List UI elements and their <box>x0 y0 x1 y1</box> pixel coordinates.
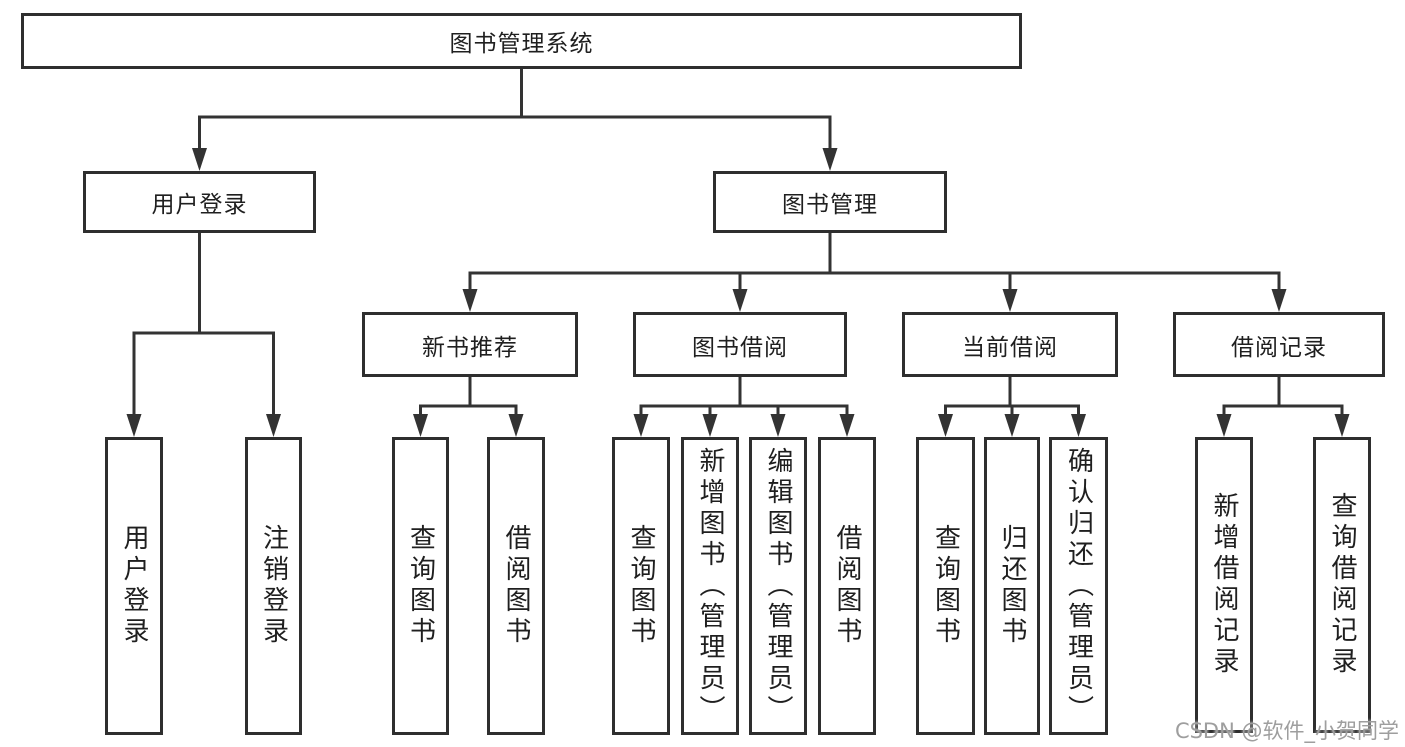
leaf-query-books-recommend: 查询图书 <box>392 437 449 735</box>
leaf-return-books: 归还图书 <box>984 437 1040 735</box>
leaf-query-books-borrow-label: 查询图书 <box>626 524 656 648</box>
edge-mgmt-to-level3 <box>468 231 1281 294</box>
edge-recommend-to-leaves <box>419 375 518 419</box>
leaf-borrow-books-recommend: 借阅图书 <box>487 437 545 735</box>
edge-borrow-to-leaves <box>639 375 849 419</box>
node-borrowing-records-label: 借阅记录 <box>1231 334 1327 361</box>
leaf-borrow-books-recommend-label: 借阅图书 <box>501 524 531 648</box>
node-new-book-recommendation: 新书推荐 <box>362 312 578 377</box>
leaf-logout: 注销登录 <box>245 437 302 735</box>
node-book-borrowing-label: 图书借阅 <box>692 334 788 361</box>
edge-login-to-leaves <box>132 231 275 418</box>
node-book-management: 图书管理 <box>713 171 947 233</box>
leaf-query-books-current: 查询图书 <box>916 437 975 735</box>
leaf-edit-books-admin: 编辑图书（管理员） <box>749 437 807 735</box>
leaf-borrow-books: 借阅图书 <box>818 437 876 735</box>
node-borrowing-records: 借阅记录 <box>1173 312 1385 377</box>
csdn-watermark: CSDN @软件_小贺同学 <box>1174 719 1399 743</box>
leaf-edit-books-admin-label: 编辑图书（管理员） <box>763 446 793 726</box>
node-book-management-label: 图书管理 <box>782 192 878 218</box>
leaf-confirm-return-admin: 确认归还（管理员） <box>1049 437 1108 735</box>
leaf-user-login: 用户登录 <box>105 437 163 735</box>
leaf-user-login-label: 用户登录 <box>119 524 149 648</box>
leaf-add-borrow-record-label: 新增借阅记录 <box>1209 492 1239 678</box>
leaf-return-books-label: 归还图书 <box>997 524 1027 648</box>
node-user-login: 用户登录 <box>83 171 316 233</box>
leaf-query-books-borrow: 查询图书 <box>612 437 670 735</box>
leaf-add-books-admin: 新增图书（管理员） <box>681 437 739 735</box>
leaf-add-books-admin-label: 新增图书（管理员） <box>695 446 725 726</box>
node-current-borrowing-label: 当前借阅 <box>962 334 1058 361</box>
leaf-confirm-return-admin-label: 确认归还（管理员） <box>1063 446 1094 726</box>
node-user-login-label: 用户登录 <box>151 192 248 218</box>
leaf-query-books-recommend-label: 查询图书 <box>405 524 436 648</box>
root-node-library-management-system: 图书管理系统 <box>21 13 1022 69</box>
edge-root-to-level2 <box>198 67 832 152</box>
leaf-query-borrow-record: 查询借阅记录 <box>1313 437 1371 733</box>
node-current-borrowing: 当前借阅 <box>902 312 1118 377</box>
root-node-label: 图书管理系统 <box>449 31 594 57</box>
leaf-add-borrow-record: 新增借阅记录 <box>1195 437 1253 733</box>
node-new-book-recommendation-label: 新书推荐 <box>422 334 518 361</box>
arrowheads <box>126 148 1350 437</box>
edge-current-to-leaves <box>944 375 1080 419</box>
leaf-query-borrow-record-label: 查询借阅记录 <box>1327 492 1357 678</box>
edge-records-to-leaves <box>1222 375 1344 419</box>
node-book-borrowing: 图书借阅 <box>633 312 847 377</box>
leaf-borrow-books-label: 借阅图书 <box>832 524 862 648</box>
leaf-query-books-current-label: 查询图书 <box>930 524 961 648</box>
leaf-logout-label: 注销登录 <box>258 524 289 648</box>
